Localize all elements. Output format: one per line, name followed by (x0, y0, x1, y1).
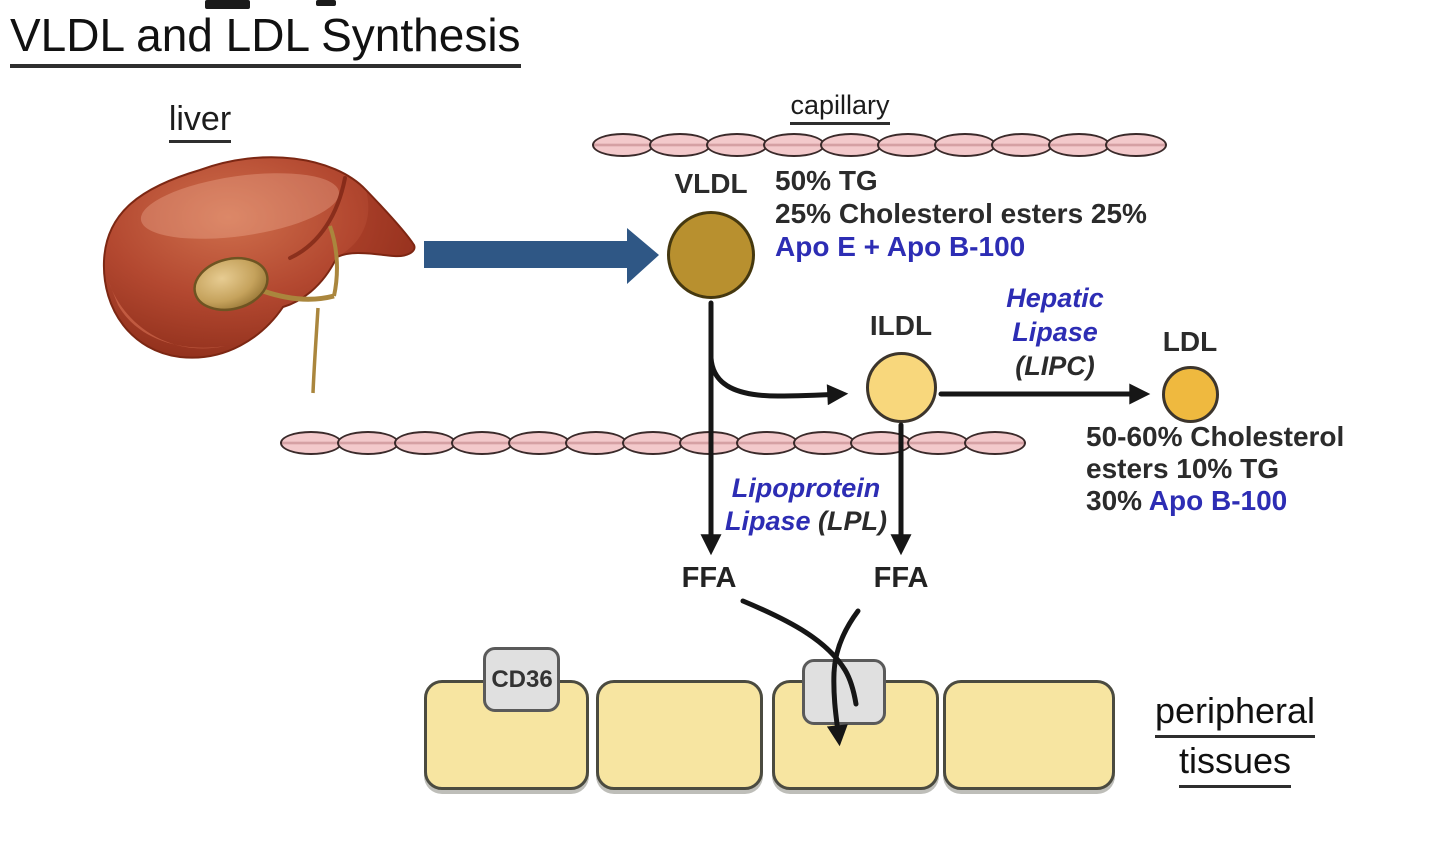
vldl-composition-tg: 50% TG (775, 165, 878, 196)
ffa-label-left: FFA (681, 562, 737, 594)
ldl-label: LDL (1162, 326, 1218, 357)
capillary-row-top (592, 133, 1167, 157)
capillary-endothelial-cell (793, 431, 855, 455)
peripheral-tissues-label: peripheral tissues (1128, 688, 1342, 788)
lpl-gene-label: (LPL) (818, 506, 888, 536)
ldl-composition: 50-60% Cholesterol esters 10% TG 30% Apo… (1086, 421, 1344, 517)
cd36-label: CD36 (491, 666, 553, 693)
vldl-composition: 50% TG 25% Cholesterol esters 25% Apo E … (775, 164, 1147, 263)
capillary-endothelial-cell (679, 431, 741, 455)
capillary-endothelial-cell (394, 431, 456, 455)
vldl-particle (667, 211, 755, 299)
capillary-endothelial-cell (592, 133, 654, 157)
capillary-endothelial-cell (451, 431, 513, 455)
capillary-endothelial-cell (850, 431, 912, 455)
bile-duct (262, 288, 335, 302)
liver-label: liver (150, 100, 250, 143)
capillary-endothelial-cell (877, 133, 939, 157)
capillary-endothelial-cell (736, 431, 798, 455)
capillary-endothelial-cell (649, 133, 711, 157)
capillary-endothelial-cell (934, 133, 996, 157)
capillary-endothelial-cell (1048, 133, 1110, 157)
capillary-endothelial-cell (820, 133, 882, 157)
capillary-endothelial-cell (907, 431, 969, 455)
ildl-label: ILDL (869, 310, 933, 341)
vldl-label: VLDL (674, 168, 748, 199)
ldl-composition-cholesterol: 50-60% Cholesterol (1086, 421, 1345, 452)
ffa-label-right: FFA (873, 562, 929, 594)
ldl-apolipoprotein: 30% Apo B-100 (1086, 485, 1288, 516)
vldl-composition-cholesterol: 25% Cholesterol esters 25% (775, 198, 1147, 229)
tissue-cell (596, 680, 763, 790)
capillary-endothelial-cell (622, 431, 684, 455)
liver-to-vldl-arrow (424, 228, 659, 284)
gallbladder (193, 256, 269, 312)
page-title: VLDL and LDL Synthesis (10, 8, 521, 68)
capillary-label: capillary (760, 90, 920, 125)
liver-illustration (102, 156, 416, 394)
capillary-endothelial-cell (964, 431, 1026, 455)
capillary-endothelial-cell (706, 133, 768, 157)
lipc-gene-label: (LIPC) (1015, 351, 1095, 381)
lipoprotein-lipase-label: Lipoprotein Lipase (LPL) (724, 473, 888, 536)
capillary-endothelial-cell (508, 431, 570, 455)
hepatic-lipase-label: Hepatic Lipase (LIPC) (978, 281, 1132, 383)
vldl-to-ildl-branch-arrow (708, 355, 849, 406)
cd36-receptor (483, 647, 560, 712)
tissue-cell (943, 680, 1115, 790)
capillary-endothelial-cell (991, 133, 1053, 157)
ldl-composition-tg: esters 10% TG (1086, 453, 1279, 484)
ldl-particle (1162, 366, 1219, 423)
capillary-row-bottom (280, 431, 1026, 455)
capillary-endothelial-cell (280, 431, 342, 455)
capillary-endothelial-cell (1105, 133, 1167, 157)
ffa-transport-channel (802, 659, 886, 725)
capillary-endothelial-cell (763, 133, 825, 157)
capillary-endothelial-cell (337, 431, 399, 455)
ildl-particle (866, 352, 937, 423)
capillary-endothelial-cell (565, 431, 627, 455)
vldl-apolipoproteins: Apo E + Apo B-100 (775, 231, 1026, 262)
